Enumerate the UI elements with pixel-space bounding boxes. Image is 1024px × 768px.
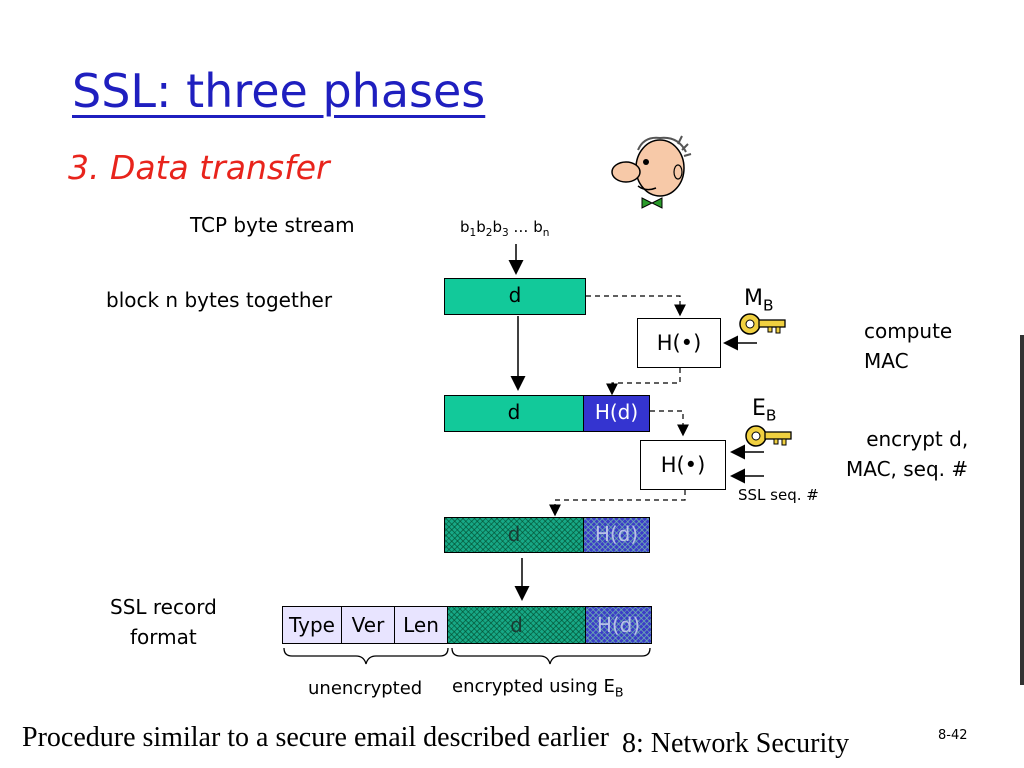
hash-function-box: H(•) xyxy=(637,318,721,368)
footer-note: Procedure similar to a secure email desc… xyxy=(22,722,609,753)
data-block-d: d xyxy=(444,278,586,315)
record-type-field: Type xyxy=(282,606,342,644)
encrypted-using-label: encrypted using EB xyxy=(452,676,624,700)
encryption-key-label: EB xyxy=(752,396,777,425)
chapter-label: 8: Network Security xyxy=(622,728,850,759)
encrypt-label: encrypt d, MAC, seq. # xyxy=(846,427,969,481)
person-cartoon-icon xyxy=(611,135,692,209)
record-length-field: Len xyxy=(394,606,448,644)
right-edge-bar xyxy=(1020,335,1024,685)
tcp-byte-stream-label: TCP byte stream xyxy=(190,213,355,237)
byte-sequence-label: b1b2b3 … bn xyxy=(460,218,550,239)
record-version-field: Ver xyxy=(341,606,395,644)
key-icon xyxy=(739,313,786,335)
ssl-seq-label: SSL seq. # xyxy=(738,486,819,504)
data-block-d-2: d xyxy=(444,395,584,432)
mac-key-label: MB xyxy=(744,286,774,315)
record-encrypted-mac: H(d) xyxy=(585,606,652,644)
page-title: SSL: three phases xyxy=(72,64,486,118)
unencrypted-label: unencrypted xyxy=(308,678,423,699)
record-format-label: SSL record format xyxy=(110,595,217,649)
encrypted-mac-block: H(d) xyxy=(583,517,650,553)
section-subtitle: 3. Data transfer xyxy=(68,148,330,187)
page-number: 8-42 xyxy=(938,728,968,743)
record-encrypted-data: d xyxy=(447,606,586,644)
key-icon xyxy=(745,425,792,447)
compute-mac-label: compute MAC xyxy=(864,319,953,373)
mac-block-hd: H(d) xyxy=(583,395,650,432)
encrypt-function-box: H(•) xyxy=(640,440,726,490)
encrypted-data-block: d xyxy=(444,517,584,553)
block-bytes-label: block n bytes together xyxy=(106,288,333,312)
